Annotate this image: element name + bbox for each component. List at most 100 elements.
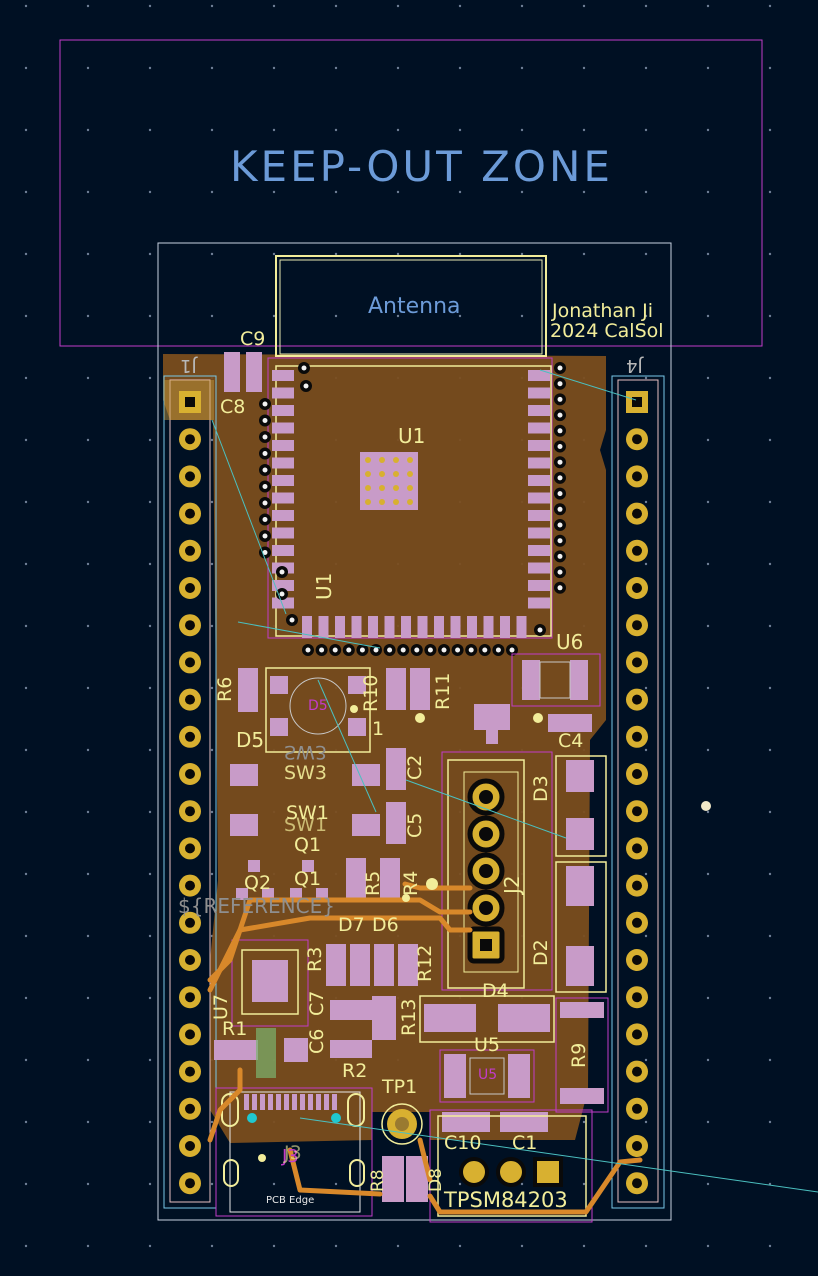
via-hole [289,617,295,623]
diodes-right[interactable] [555,755,609,1113]
grid-dot [24,314,28,318]
grid-dot [582,1244,586,1248]
ref-c9: C9 [240,328,266,350]
u1-thermal-via [379,485,385,491]
grid-dot [272,66,276,70]
grid-dot [24,1120,28,1124]
u1-pad [272,457,294,469]
grid-dot [86,438,90,442]
antenna-label: Antenna [368,294,461,319]
copper-traces[interactable] [207,881,643,1215]
test-point-tp1[interactable] [381,1103,423,1145]
diode-d4[interactable] [419,995,555,1043]
pin-hole [632,434,642,445]
ref-j4-ghost: J4 [626,355,643,376]
u1-pad [528,545,550,556]
grid-dot [148,810,152,814]
pin-hole [185,657,195,668]
u1-thermal-via [365,499,371,505]
grid-dot [210,128,214,132]
pin-hole [632,1178,642,1189]
smd-pads[interactable] [214,352,592,1202]
ref-c4: C4 [558,730,584,752]
ref-r3: R3 [304,946,326,972]
ref-sw1-fab: SW1 [284,814,327,836]
ref-sw1: SW1 [286,802,329,824]
grid-dot [768,1120,772,1124]
chip-u7[interactable] [231,939,309,1027]
grid-dot [86,872,90,876]
u1-pad [528,597,550,609]
grid-dot [768,996,772,1000]
grid-dot [86,810,90,814]
ref-r9: R9 [568,1042,590,1068]
via-hole [537,627,543,633]
grid-dot [706,500,710,504]
u1-module[interactable] [259,357,566,656]
grid-dot [148,376,152,380]
grid-dot [706,810,710,814]
u1-pad [272,387,294,399]
usb-connector-j3[interactable] [215,1087,373,1217]
grid-dot [148,1244,152,1248]
grid-dot [396,128,400,132]
grid-dot [24,252,28,256]
ref-tpsm84203: TPSM84203 [444,1188,568,1212]
via-hole [262,467,268,473]
connector-j2[interactable] [441,751,553,991]
header-j1[interactable] [163,375,217,1209]
u1-pad [528,457,550,469]
via-hole [332,647,338,653]
pin-hole [632,769,642,779]
u1-pad [467,616,477,638]
keepout-zone[interactable] [59,39,763,347]
pin-hole [185,955,195,965]
via-hole [557,396,563,402]
board-outline[interactable] [157,242,672,1221]
led-d5[interactable] [265,667,371,753]
u1-pad [272,527,294,539]
grid-dot [458,128,462,132]
grid-dot [706,748,710,752]
grid-dot [520,252,524,256]
grid-dot [644,500,648,504]
grid-dot [644,1058,648,1062]
usb-pin [244,1094,249,1110]
grid-dot [644,314,648,318]
header-j4[interactable] [611,375,665,1209]
via-hole [557,553,563,559]
crystal[interactable] [256,1028,276,1078]
u1-pad [417,616,428,638]
ref-c6: C6 [306,1028,328,1054]
grid-dot [334,4,338,8]
ref-j3: J3 [284,1142,302,1164]
grid-dot [210,252,214,256]
grid-dot [334,1244,338,1248]
u1-pad [528,387,550,399]
grid-dot [520,128,524,132]
chip-u5[interactable] [439,1049,535,1103]
pin-hole [185,1178,195,1189]
pin-hole [632,1141,642,1151]
grid-dot [458,1182,462,1186]
pin-hole [185,583,195,593]
grid-dot [768,624,772,628]
grid-dot [148,314,152,318]
grid-dot [644,4,648,8]
grid-dot [24,1182,28,1186]
grid-dot [768,252,772,256]
pin-hole [185,694,195,705]
usb-pin [284,1094,289,1110]
chip-u6[interactable] [511,653,601,707]
grid-dot [768,686,772,690]
sot-part[interactable] [474,704,510,744]
via-hole [557,459,563,465]
u1-pad [528,422,550,434]
d5-pin1: 1 [372,718,385,740]
regulator-tpsm84203[interactable] [429,1109,593,1223]
u1-thermal-via [407,485,413,491]
grid-dot [768,190,772,194]
ref-u1: U1 [398,424,426,448]
grid-dot [706,872,710,876]
